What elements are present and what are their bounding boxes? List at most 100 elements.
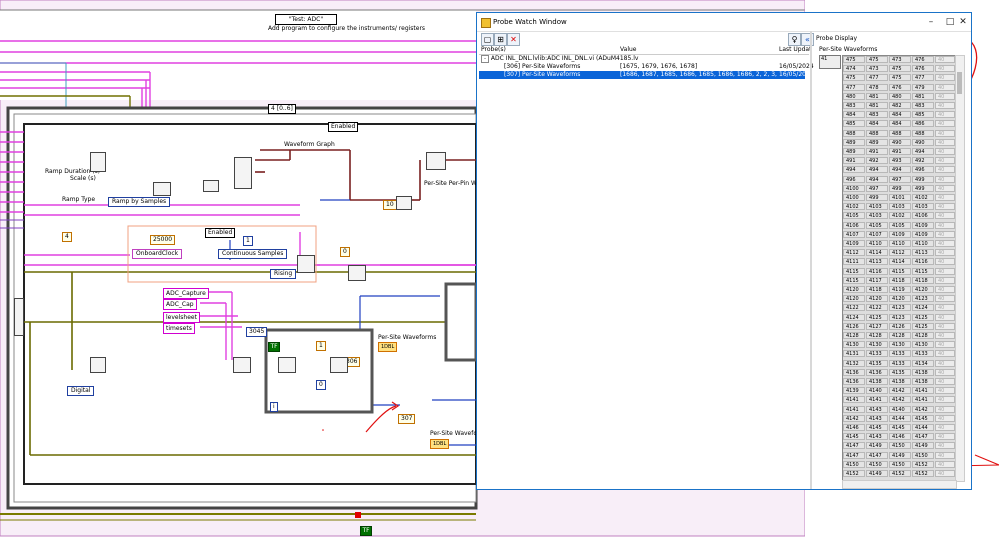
array-cell[interactable]: 489	[866, 138, 888, 146]
array-cell[interactable]: 476	[889, 83, 911, 91]
array-cell[interactable]: 483	[866, 111, 888, 119]
array-cell[interactable]: 4142	[843, 414, 865, 422]
array-cell[interactable]: 4120	[843, 295, 865, 303]
array-cell[interactable]: 40	[935, 166, 955, 174]
array-cell[interactable]: 4109	[912, 221, 934, 229]
array-cell[interactable]: 492	[866, 157, 888, 165]
array-cell[interactable]: 496	[912, 166, 934, 174]
array-cell[interactable]: 4150	[912, 451, 934, 459]
array-cell[interactable]: 493	[889, 157, 911, 165]
array-cell[interactable]: 4100	[843, 184, 865, 192]
array-cell[interactable]: 4143	[866, 405, 888, 413]
array-cell[interactable]: 4133	[912, 350, 934, 358]
array-cell[interactable]: 4147	[866, 451, 888, 459]
digital-ring[interactable]: Digital	[67, 386, 95, 396]
add-probe-icon[interactable]: ⊞	[494, 33, 507, 46]
array-cell[interactable]: 4149	[912, 442, 934, 450]
array-horizontal-scrollbar[interactable]	[842, 480, 957, 489]
array-cell[interactable]: 484	[889, 111, 911, 119]
array-cell[interactable]: 475	[843, 56, 865, 63]
array-cell[interactable]: 40	[935, 267, 955, 275]
array-cell[interactable]: 4105	[889, 221, 911, 229]
array-cell[interactable]: 4152	[889, 470, 911, 477]
array-cell[interactable]: 40	[935, 313, 955, 321]
array-cell[interactable]: 4120	[866, 295, 888, 303]
array-cell[interactable]: 4122	[866, 304, 888, 312]
case-selector-enabled[interactable]: Enabled	[328, 122, 359, 132]
array-cell[interactable]: 4115	[889, 267, 911, 275]
array-cell[interactable]: 4139	[843, 387, 865, 395]
array-cell[interactable]: 40	[935, 387, 955, 395]
array-cell[interactable]: 40	[935, 295, 955, 303]
collapse-panel-icon[interactable]: «	[801, 33, 814, 46]
array-cell[interactable]: 40	[935, 83, 955, 91]
array-cell[interactable]: 4147	[843, 451, 865, 459]
array-cell[interactable]: 477	[866, 74, 888, 82]
array-cell[interactable]: 40	[935, 424, 955, 431]
array-cell[interactable]: 4105	[866, 221, 888, 229]
array-cell[interactable]: 40	[935, 350, 955, 358]
array-cell[interactable]: 4106	[843, 221, 865, 229]
array-cell[interactable]: 492	[912, 157, 934, 165]
probe-row-307[interactable]: [307] Per-Site Waveforms [1686, 1687, 16…	[479, 71, 805, 79]
array-cell[interactable]: 40	[935, 414, 955, 422]
array-cell[interactable]: 4102	[912, 194, 934, 201]
array-cell[interactable]: 40	[935, 240, 955, 247]
array-cell[interactable]: 4130	[889, 341, 911, 349]
array-cell[interactable]: 4134	[912, 359, 934, 367]
array-cell[interactable]: 4115	[843, 276, 865, 284]
array-cell[interactable]: 4135	[889, 368, 911, 376]
array-cell[interactable]: 40	[935, 138, 955, 146]
array-cell[interactable]: 4123	[912, 295, 934, 303]
array-cell[interactable]: 4145	[843, 433, 865, 441]
case-selector-enabled-inner[interactable]: Enabled	[205, 228, 236, 238]
array-cell[interactable]: 40	[935, 460, 955, 468]
array-cell[interactable]: 40	[935, 120, 955, 128]
array-cell[interactable]: 40	[935, 111, 955, 119]
array-cell[interactable]: 4141	[866, 396, 888, 404]
array-cell[interactable]: 4110	[912, 240, 934, 247]
array-cell[interactable]: 40	[935, 451, 955, 459]
array-cell[interactable]: 4133	[889, 359, 911, 367]
array-cell[interactable]: 4149	[866, 442, 888, 450]
array-cell[interactable]: 497	[889, 175, 911, 183]
array-cell[interactable]: 4125	[912, 313, 934, 321]
array-cell[interactable]: 4111	[843, 258, 865, 266]
daq-timing-node[interactable]	[297, 255, 315, 273]
array-cell[interactable]: 474	[843, 65, 865, 73]
array-cell[interactable]: 4103	[889, 203, 911, 211]
array-cell[interactable]: 475	[843, 74, 865, 82]
array-cell[interactable]: 4130	[912, 341, 934, 349]
open-probe-icon[interactable]: ▢	[481, 33, 494, 46]
array-cell[interactable]: 4133	[889, 350, 911, 358]
apply-levels-node[interactable]	[233, 357, 251, 373]
per-site-waveforms-indicator[interactable]: 1DBL	[378, 342, 398, 352]
array-cell[interactable]: 40	[935, 433, 955, 441]
array-cell[interactable]: 4109	[912, 230, 934, 238]
array-cell[interactable]: 40	[935, 378, 955, 385]
array-cell[interactable]: 40	[935, 442, 955, 450]
array-cell[interactable]: 40	[935, 230, 955, 238]
col-probes[interactable]: Probe(s)	[481, 46, 506, 53]
array-cell[interactable]: 497	[866, 184, 888, 192]
array-cell[interactable]: 4106	[912, 212, 934, 220]
array-cell[interactable]: 4140	[889, 405, 911, 413]
array-cell[interactable]: 4120	[912, 286, 934, 293]
array-cell[interactable]: 4152	[912, 470, 934, 477]
array-cell[interactable]: 488	[843, 129, 865, 137]
array-cell[interactable]: 485	[843, 120, 865, 128]
array-cell[interactable]: 4130	[843, 341, 865, 349]
array-cell[interactable]: 4146	[843, 424, 865, 431]
array-cell[interactable]: 4135	[866, 359, 888, 367]
array-cell[interactable]: 4144	[912, 424, 934, 431]
array-cell[interactable]: 483	[843, 102, 865, 109]
array-cell[interactable]: 4141	[843, 405, 865, 413]
array-cell[interactable]: 473	[889, 56, 911, 63]
array-cell[interactable]: 485	[912, 111, 934, 119]
array-cell[interactable]: 4102	[889, 212, 911, 220]
fetch-capture-node[interactable]	[330, 357, 348, 373]
array-cell[interactable]: 4126	[889, 322, 911, 330]
array-cell[interactable]: 40	[935, 157, 955, 165]
array-cell[interactable]: 40	[935, 286, 955, 293]
array-cell[interactable]: 4152	[843, 470, 865, 477]
